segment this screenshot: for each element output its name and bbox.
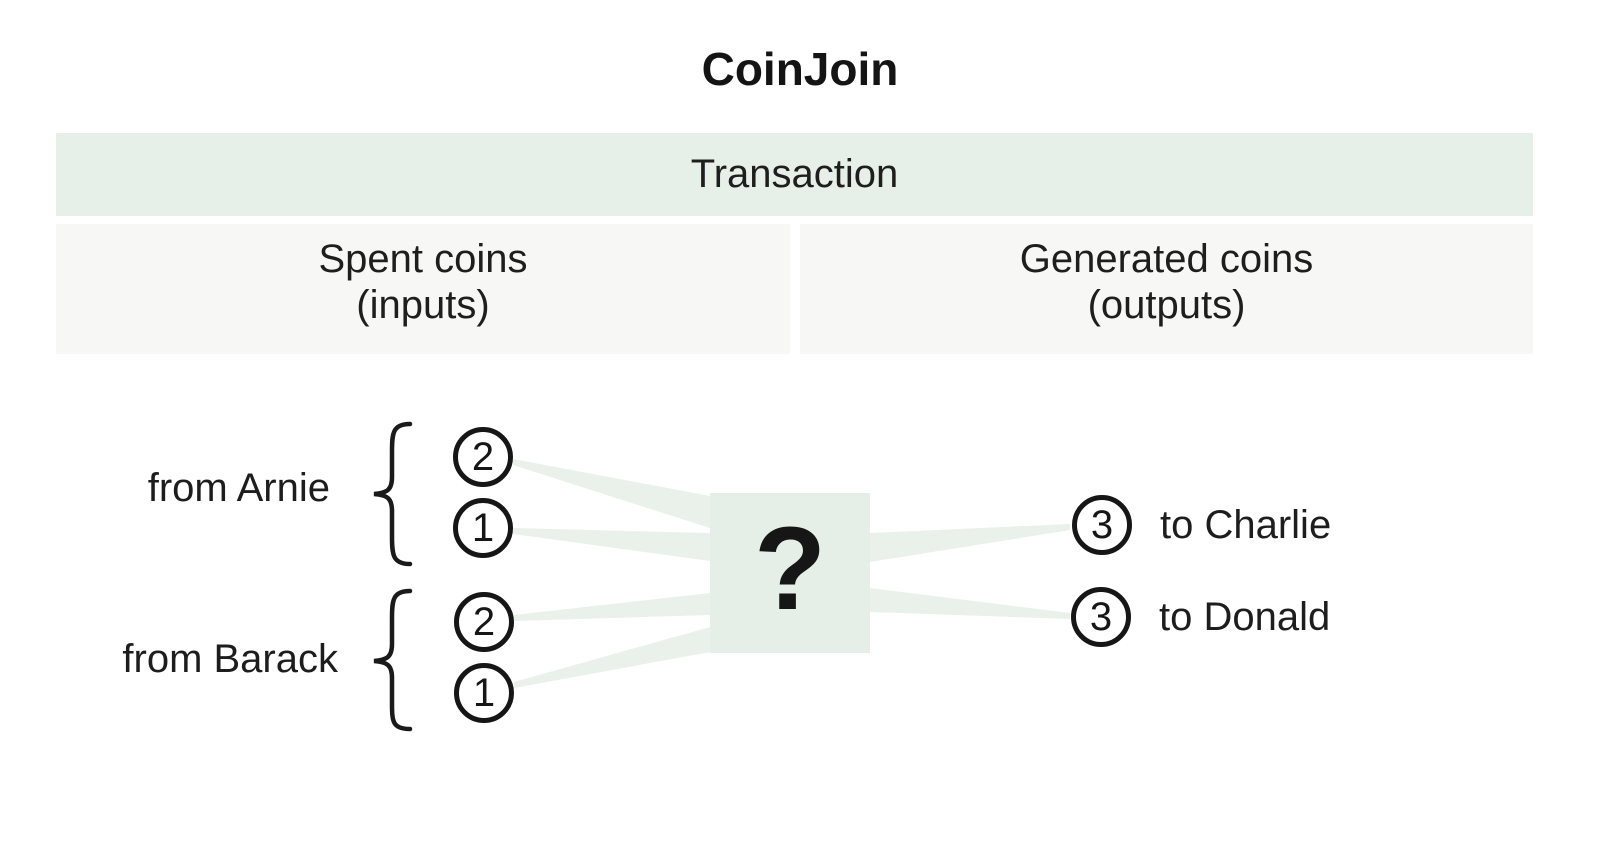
beam-arnie2-to-mixer	[513, 459, 710, 528]
mixer-box: ?	[710, 493, 870, 653]
beam-mixer-to-charlie	[870, 524, 1070, 562]
brace-arnie-icon	[373, 421, 413, 567]
outputs-column-subtitle: (outputs)	[1087, 283, 1246, 327]
input-owner-arnie: from Arnie	[147, 466, 330, 510]
inputs-column-title: Spent coins	[318, 237, 528, 281]
coin-barack-1: 1	[454, 663, 514, 723]
transaction-header-band: Transaction	[56, 133, 1533, 216]
coin-barack-2: 2	[454, 592, 514, 652]
output-row-donald: 3 to Donald	[1071, 587, 1330, 647]
output-row-charlie: 3 to Charlie	[1072, 495, 1331, 555]
beam-barack1-to-mixer	[514, 627, 710, 688]
coin-donald-3: 3	[1071, 587, 1131, 647]
coin-arnie-2: 2	[453, 427, 513, 487]
outputs-column-header: Generated coins (outputs)	[800, 224, 1533, 354]
brace-barack-icon	[373, 588, 413, 732]
output-recipient-charlie: to Charlie	[1160, 502, 1332, 547]
inputs-column-subtitle: (inputs)	[356, 283, 490, 327]
beam-arnie1-to-mixer	[513, 528, 710, 561]
input-owner-barack: from Barack	[122, 637, 338, 681]
coin-arnie-1: 1	[453, 498, 513, 558]
output-recipient-donald: to Donald	[1159, 594, 1331, 639]
beam-mixer-to-donald	[870, 588, 1070, 619]
coin-charlie-3: 3	[1072, 495, 1132, 555]
inputs-column-header: Spent coins (inputs)	[56, 224, 790, 354]
page-title: CoinJoin	[701, 43, 899, 95]
outputs-column-title: Generated coins	[1019, 237, 1314, 281]
beam-barack2-to-mixer	[514, 593, 710, 621]
transaction-label: Transaction	[690, 152, 899, 196]
question-mark: ?	[753, 503, 827, 635]
